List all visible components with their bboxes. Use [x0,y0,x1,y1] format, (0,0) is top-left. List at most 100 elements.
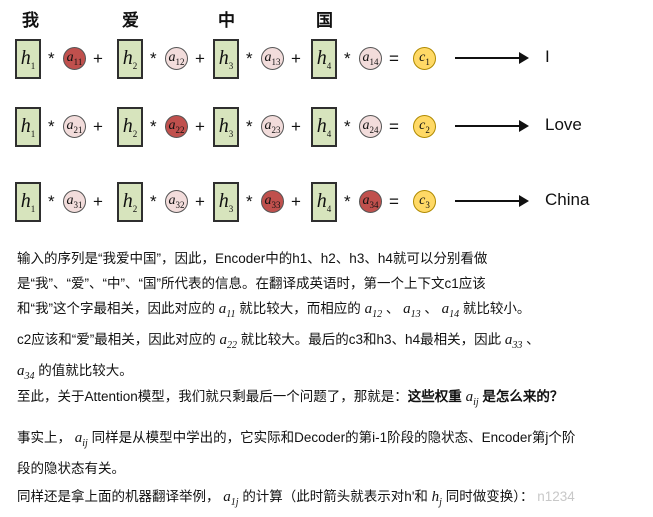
hidden-state-box-h4: h4 [311,182,337,222]
plus-sign: + [291,49,301,68]
math-hj: hj [431,489,442,508]
equals-sign: = [389,117,399,136]
equals-sign: = [389,49,399,68]
text-span: 同样还是拿上面的机器翻译举例， [17,489,220,504]
multiply-sign: * [344,49,351,68]
plus-sign: + [291,117,301,136]
weight-circle-a22: a22 [165,115,188,138]
multiply-sign: * [48,117,55,136]
para1-line5: a34 的值就比较大。 [17,358,642,389]
multiply-sign: * [246,117,253,136]
text-span: 、 [385,301,400,316]
hidden-state-box-h1: h1 [15,107,41,147]
output-word: I [545,47,550,66]
multiply-sign: * [246,192,253,211]
weight-circle-a14: a14 [359,47,382,70]
math-aij: aij [465,389,479,408]
text-span: 的计算（此时箭头就表示对h'和 [242,489,428,504]
paragraph-1: 输入的序列是“我爱中国”，因此，Encoder中的h1、h2、h3、h4就可以分… [17,246,642,389]
para1-line2: 是“我”、“爱”、“中”、“国”所代表的信息。在翻译成英语时，第一个上下文c1应… [17,276,486,291]
header-word-2: 爱 [122,11,139,30]
weight-circle-a13: a13 [261,47,284,70]
arrow-right-icon [455,52,529,64]
para3-line1: 事实上， aij 同样是从模型中学出的，它实际和Decoder的第i-1阶段的隐… [17,425,642,456]
hidden-state-box-h1: h1 [15,39,41,79]
multiply-sign: * [48,49,55,68]
weight-circle-a32: a32 [165,190,188,213]
plus-sign: + [291,192,301,211]
text-span: 的值就比较大。 [38,363,133,378]
weight-circle-a23: a23 [261,115,284,138]
text-span: 、 [526,332,540,347]
bold-span: 这些权重 [407,389,462,404]
plus-sign: + [195,117,205,136]
math-a12: a12 [364,301,383,320]
diagram-row-1: h1 * a11 + h2 * a12 + h3 * a13 + h4 * a14 = c1 I [0,37,653,85]
multiply-sign: * [344,117,351,136]
text-span: 同样是从模型中学出的，它实际和Decoder的第i-1阶段的隐状态、Encode… [91,430,576,445]
math-a22: a22 [219,332,238,351]
weight-circle-a33: a33 [261,190,284,213]
weight-circle-a21: a21 [63,115,86,138]
math-a13: a13 [403,301,421,320]
text-span: 事实上， [17,430,71,445]
math-a1j: a1j [223,489,239,508]
context-circle-c3: c3 [413,190,436,213]
plus-sign: + [195,192,205,211]
header-word-4: 国 [316,11,333,30]
weight-circle-a34: a34 [359,190,382,213]
context-circle-c1: c1 [413,47,436,70]
text-span: 同时做变换）： [445,489,534,504]
multiply-sign: * [150,192,157,211]
output-word: Love [545,115,582,134]
hidden-state-box-h2: h2 [117,182,143,222]
arrow-right-icon [455,120,529,132]
text-span: 就比较大。最后的c3和h3、h4最相关，因此 [240,332,502,347]
hidden-state-box-h3: h3 [213,107,239,147]
para1-line1: 输入的序列是“我爱中国”，因此，Encoder中的h1、h2、h3、h4就可以分… [17,251,488,266]
watermark: n1234 [537,489,575,504]
plus-sign: + [93,117,103,136]
output-word: China [545,190,590,209]
para3-line2: 段的隐状态有关。 [17,461,125,476]
text-span: c2应该和“爱”最相关，因此对应的 [17,332,216,347]
text-span: 和“我”这个字最相关，因此对应的 [17,301,215,316]
plus-sign: + [93,49,103,68]
para1-line3: 和“我”这个字最相关，因此对应的 a11 就比较大，而相应的 a12 、 a13… [17,296,642,327]
text-span: 至此，关于Attention模型，我们就只剩最后一个问题了，那就是： [17,389,408,404]
hidden-state-box-h3: h3 [213,39,239,79]
math-a11: a11 [218,301,236,320]
hidden-state-box-h4: h4 [311,39,337,79]
text-span: 就比较大，而相应的 [239,301,361,316]
arrow-right-icon [455,195,529,207]
multiply-sign: * [344,192,351,211]
header-word-1: 我 [22,11,39,30]
math-a33: a33 [504,332,523,351]
paragraph-2: 至此，关于Attention模型，我们就只剩最后一个问题了，那就是：这些权重 a… [17,384,642,415]
multiply-sign: * [150,117,157,136]
context-circle-c2: c2 [413,115,436,138]
weight-circle-a11: a11 [63,47,86,70]
plus-sign: + [93,192,103,211]
plus-sign: + [195,49,205,68]
hidden-state-box-h2: h2 [117,39,143,79]
bold-span: 是怎么来的？ [482,389,564,404]
text-span: 、 [424,301,438,316]
math-aij: aij [74,430,88,449]
weight-circle-a31: a31 [63,190,86,213]
multiply-sign: * [48,192,55,211]
paragraph-3: 事实上， aij 同样是从模型中学出的，它实际和Decoder的第i-1阶段的隐… [17,425,642,481]
hidden-state-box-h3: h3 [213,182,239,222]
multiply-sign: * [150,49,157,68]
text-span: 就比较小。 [462,301,531,316]
para1-line4: c2应该和“爱”最相关，因此对应的 a22 就比较大。最后的c3和h3、h4最相… [17,327,642,358]
multiply-sign: * [246,49,253,68]
hidden-state-box-h1: h1 [15,182,41,222]
math-a14: a14 [441,301,460,320]
paragraph-4: 同样还是拿上面的机器翻译举例， a1j 的计算（此时箭头就表示对h'和 hj 同… [17,484,642,515]
weight-circle-a24: a24 [359,115,382,138]
math-a34: a34 [17,363,35,382]
weight-circle-a12: a12 [165,47,188,70]
